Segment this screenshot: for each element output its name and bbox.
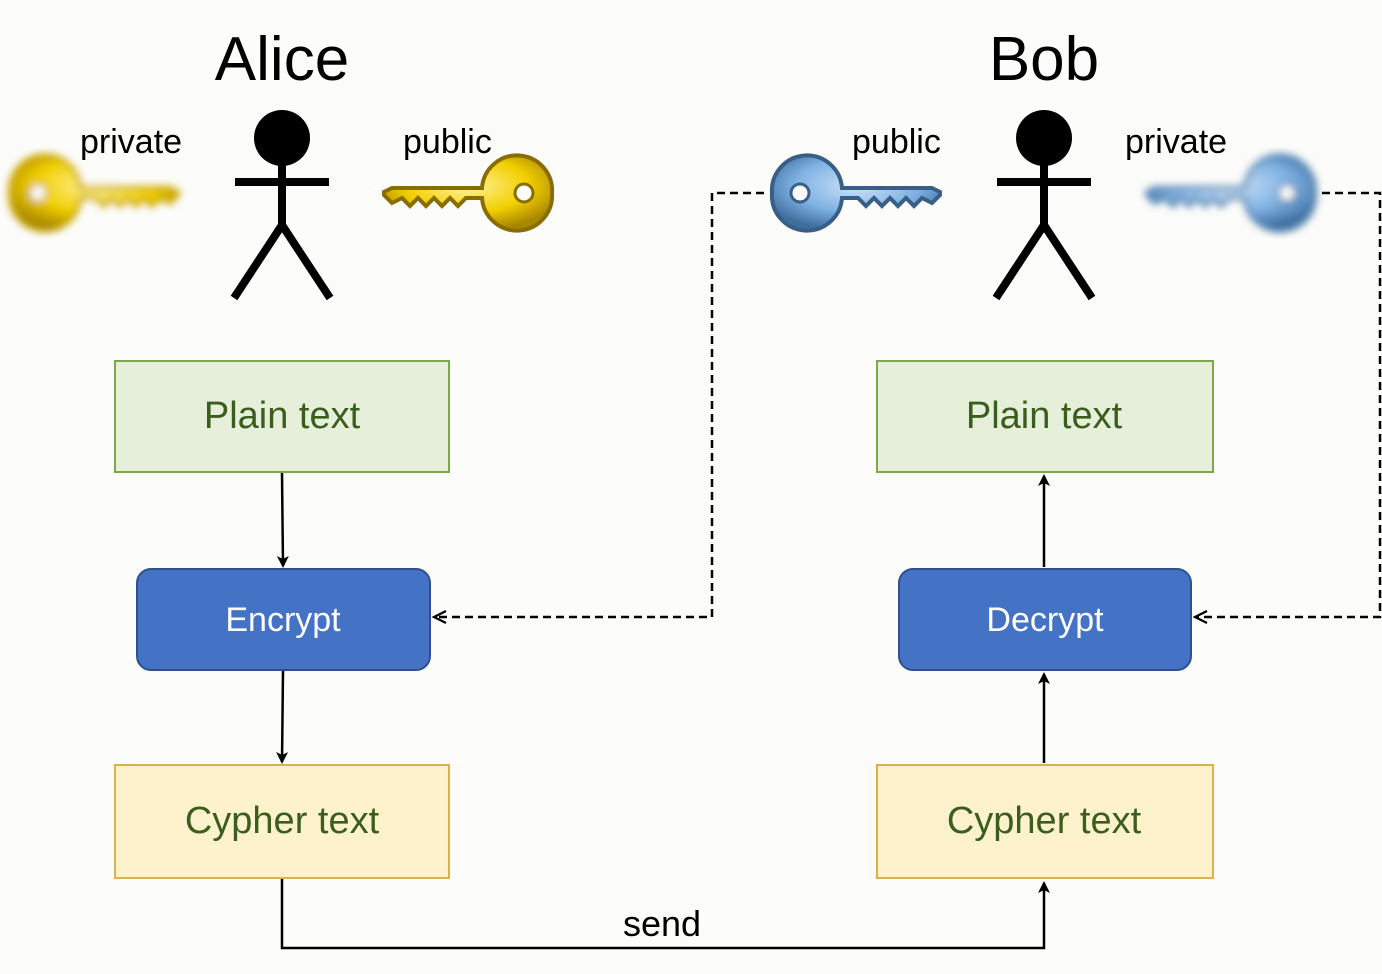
bob-actor: Bob	[989, 25, 1099, 301]
bob-stick-figure-icon	[992, 110, 1096, 301]
bob-plain-text-label: Plain text	[966, 395, 1123, 437]
send-arrow	[280, 879, 1050, 950]
alice-stick-figure-icon	[230, 110, 334, 301]
bob-cypher-text-label: Cypher text	[947, 800, 1142, 842]
alice-public-label: public	[403, 123, 492, 161]
bob-public-key-icon	[769, 153, 942, 233]
alice-actor: Alice	[215, 25, 349, 301]
encrypt-label: Encrypt	[225, 601, 341, 639]
decrypt-connector-arrowhead	[1192, 610, 1208, 624]
send-label: send	[623, 903, 701, 944]
alice-cypher-text-label: Cypher text	[185, 800, 380, 842]
bob-cypher-text-box: Cypher text	[876, 764, 1214, 879]
alice-plain-text-box: Plain text	[114, 360, 450, 473]
bob-plain-text-box: Plain text	[876, 360, 1214, 473]
alice-public-key-icon	[382, 153, 555, 233]
alice-plain-text-label: Plain text	[204, 395, 361, 437]
encrypt-to-cypher-arrow	[276, 670, 289, 764]
alice-cypher-text-box: Cypher text	[114, 764, 450, 879]
plain-to-encrypt-arrow	[276, 472, 289, 568]
alice-private-label: private	[80, 123, 182, 161]
bob-private-key-to-decrypt-connector	[1197, 191, 1382, 619]
alice-private-key-icon	[7, 153, 180, 233]
decrypt-process: Decrypt	[898, 568, 1192, 671]
encrypt-connector-arrowhead	[431, 610, 447, 624]
bob-name: Bob	[989, 25, 1099, 94]
bob-public-key-to-encrypt-connector	[436, 191, 764, 619]
bob-private-key-icon	[1145, 153, 1318, 233]
alice-name: Alice	[215, 25, 349, 94]
bob-public-label: public	[852, 123, 941, 161]
encrypt-process: Encrypt	[136, 568, 431, 671]
bob-private-label: private	[1125, 123, 1227, 161]
decrypt-label: Decrypt	[986, 601, 1104, 639]
